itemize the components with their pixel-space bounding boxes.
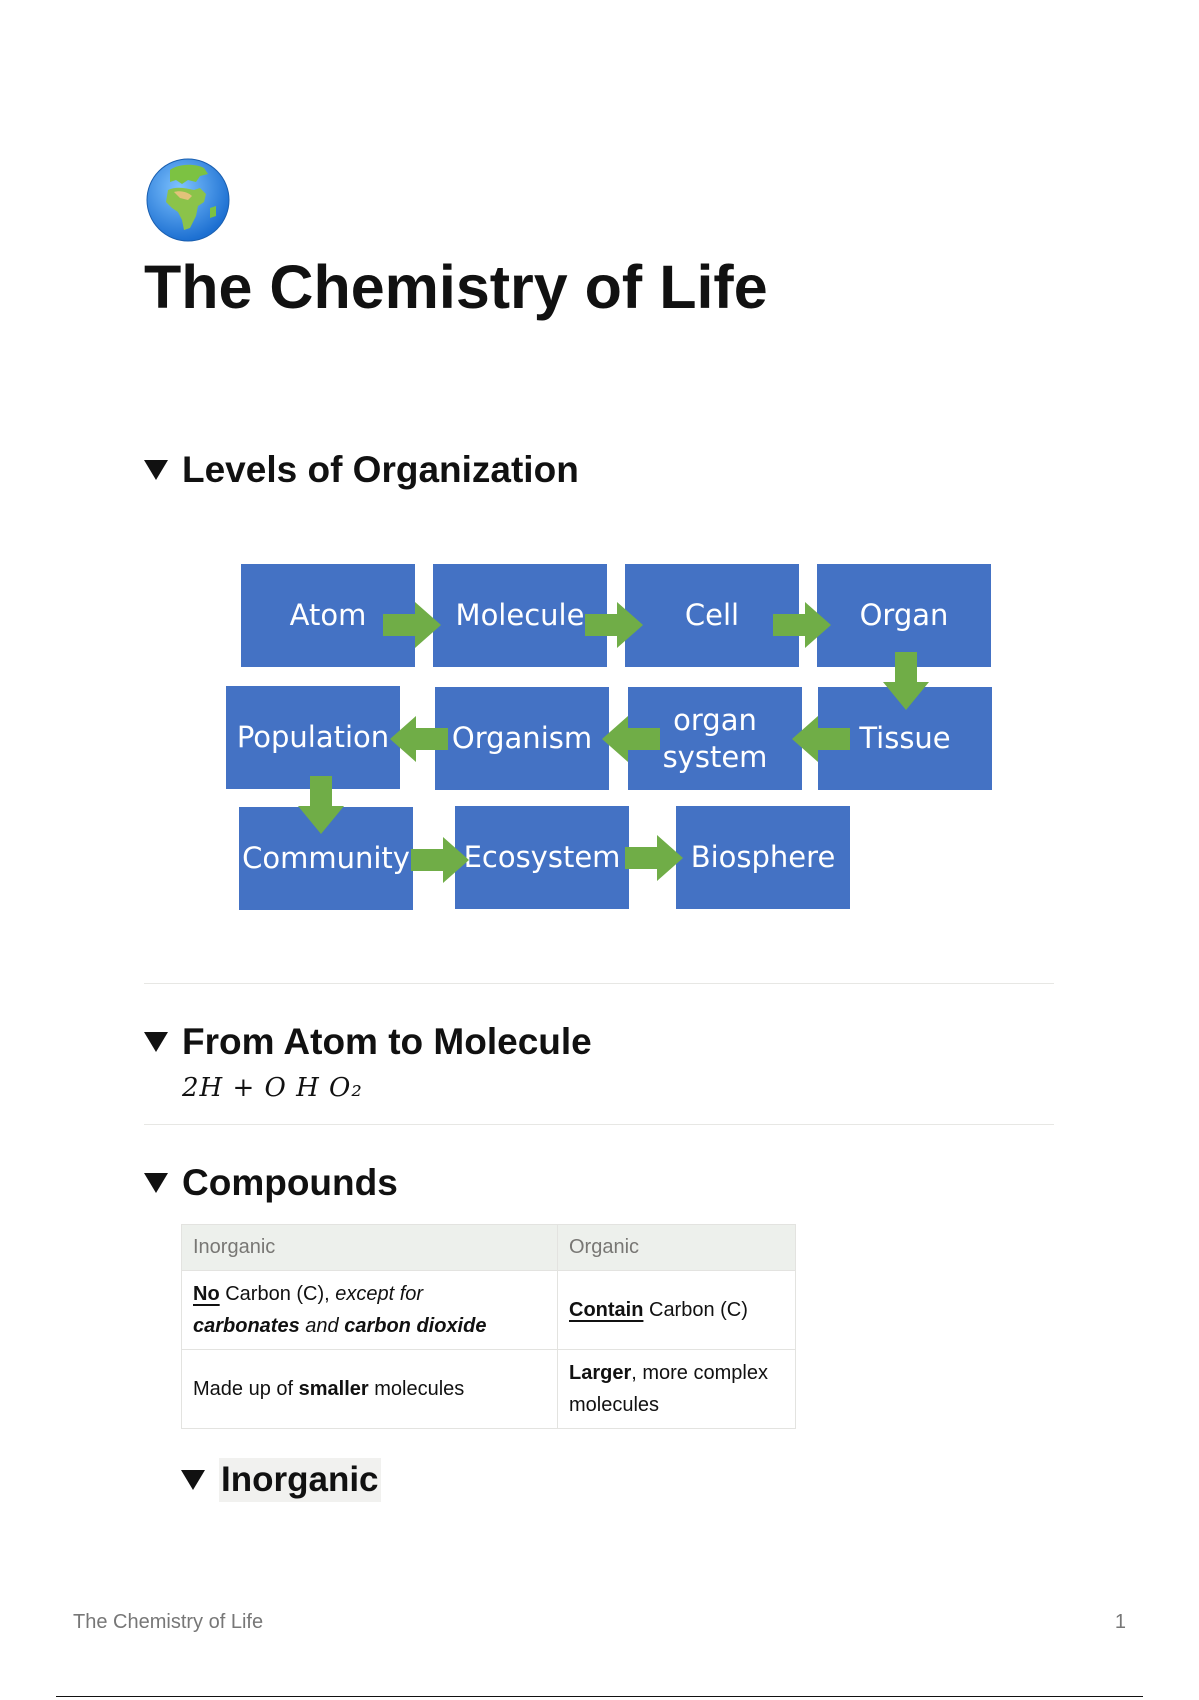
compounds-table: Inorganic Organic No Carbon (C), except … [181,1224,796,1429]
cell-text: Carbon (C), [219,1283,336,1305]
divider [144,983,1054,984]
section-compounds: Compounds [144,1164,398,1201]
arrow-right-icon [411,837,469,883]
page-title: The Chemistry of Life [144,253,768,321]
toggle-triangle-icon[interactable] [181,1470,205,1490]
cell-text-bold: Larger [569,1362,632,1384]
box-organism: Organism [435,687,609,790]
arrow-right-icon [585,602,643,648]
organ-system-line-1: organ [673,703,757,738]
table-cell: Larger, more complex molecules [557,1349,796,1429]
box-organ: Organ [817,564,991,667]
cell-text-bold-italic: carbonates [193,1315,300,1337]
cell-text: , more complex molecules [569,1362,768,1416]
section-from-atom-to-molecule: From Atom to Molecule [144,1023,592,1060]
cell-text: Made up of [193,1378,299,1400]
box-cell: Cell [625,564,799,667]
cell-text-bold: smaller [298,1378,369,1400]
cell-text: Carbon (C) [643,1299,748,1321]
toggle-triangle-icon[interactable] [144,1031,168,1052]
footer-rule [56,1696,1143,1697]
cell-text: molecules [368,1378,465,1400]
box-ecosystem: Ecosystem [455,806,629,909]
divider [144,1124,1054,1125]
arrow-left-icon [792,716,850,762]
box-biosphere: Biosphere [676,806,850,909]
section-levels-of-organization: Levels of Organization [144,451,579,488]
toggle-triangle-icon[interactable] [144,1172,168,1193]
organ-system-line-2: system [662,739,768,774]
chemical-equation: 2H + O H O₂ [182,1073,363,1103]
section-heading: Inorganic [219,1458,381,1502]
toggle-triangle-icon[interactable] [144,459,168,480]
table-row: No Carbon (C), except for carbonates and… [181,1270,796,1350]
emphasis-no: No [193,1283,220,1305]
table-row: Made up of smaller molecules Larger, mor… [181,1349,796,1429]
table-header-row: Inorganic Organic [181,1224,796,1271]
table-header-cell: Organic [557,1224,796,1271]
arrow-right-icon [625,835,683,881]
arrow-down-icon [298,776,344,834]
cell-text-italic: and [299,1315,345,1337]
box-population: Population [226,686,400,789]
section-heading: Levels of Organization [182,449,579,490]
table-header-cell: Inorganic [181,1224,558,1271]
table-cell: No Carbon (C), except for carbonates and… [181,1270,558,1350]
cell-text-italic: except for [335,1283,424,1305]
emphasis-contain: Contain [569,1299,644,1321]
arrow-right-icon [383,602,441,648]
cell-text-bold-italic: carbon dioxide [344,1315,487,1337]
arrow-down-icon [883,652,929,710]
box-molecule: Molecule [433,564,607,667]
footer-page-number: 1 [1114,1611,1126,1633]
section-heading: Compounds [182,1162,398,1203]
table-cell: Made up of smaller molecules [181,1349,558,1429]
table-cell: Contain Carbon (C) [557,1270,796,1350]
globe-europe-africa-icon [146,158,230,242]
section-inorganic: Inorganic [181,1458,381,1502]
section-heading: From Atom to Molecule [182,1021,592,1062]
arrow-right-icon [773,602,831,648]
arrow-left-icon [602,716,660,762]
arrow-left-icon [390,716,448,762]
footer-document-title: The Chemistry of Life [73,1611,264,1633]
levels-of-organization-diagram: Atom Molecule Cell Organ Population Orga… [225,560,995,915]
